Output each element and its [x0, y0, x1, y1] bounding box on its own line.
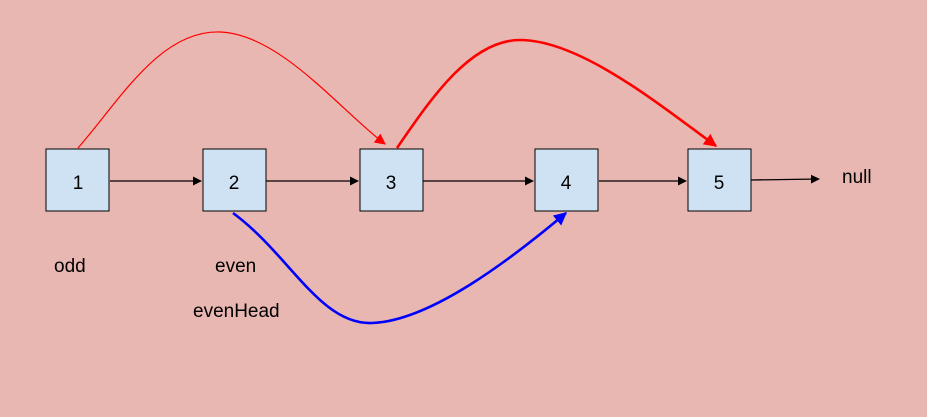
node-5: 5	[687, 148, 752, 212]
even-head-pointer-label: evenHead	[193, 301, 280, 322]
node-3: 3	[359, 148, 424, 212]
node-label: 5	[714, 173, 725, 194]
node-label: 4	[561, 173, 572, 194]
node-label: 2	[229, 173, 240, 194]
node-2: 2	[202, 148, 267, 212]
even-pointer-label: even	[215, 256, 256, 277]
odd-link-arrow-3-5	[395, 38, 718, 149]
node-box	[202, 148, 267, 212]
node-box	[359, 148, 424, 212]
next-arrows	[110, 174, 820, 186]
node-box	[534, 148, 599, 212]
odd-pointer-label: odd	[54, 256, 86, 277]
node-label: 3	[386, 173, 397, 194]
node-box	[687, 148, 752, 212]
node-4: 4	[534, 148, 599, 212]
even-link-arrow-2-4	[232, 211, 567, 325]
odd-link-arrow-1-3	[77, 31, 386, 149]
next-arrow-5-null	[750, 174, 820, 184]
node-label: 1	[73, 173, 84, 194]
node-1: 1	[45, 148, 110, 212]
null-label: null	[842, 167, 872, 188]
node-box	[45, 148, 110, 212]
